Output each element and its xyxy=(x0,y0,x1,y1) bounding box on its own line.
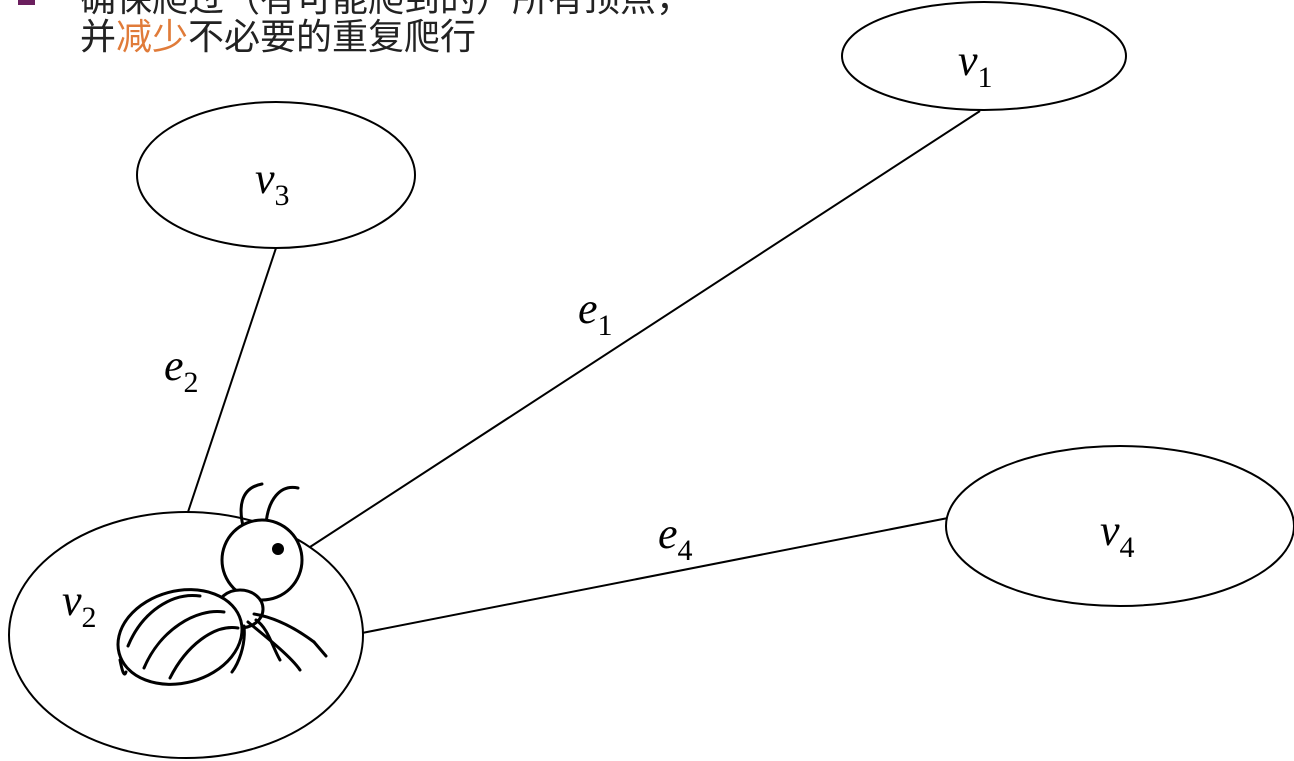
vertex-label-v2: v2 xyxy=(62,576,97,634)
vertex-label-v1: v1 xyxy=(958,36,993,94)
text-line-2-accent: 减少 xyxy=(116,17,189,58)
text-line-2: 并减少不必要的重复爬行 xyxy=(80,20,476,56)
text-line-1: 确保爬过（有可能爬到的）所有顶点， xyxy=(80,0,692,18)
text-line-1-content: 确保爬过（有可能爬到的）所有顶点， xyxy=(80,0,692,20)
vertex-v4 xyxy=(945,445,1294,607)
edge-label-e1: e1 xyxy=(578,284,613,342)
vertex-v3 xyxy=(136,101,416,249)
text-line-2-suffix: 不必要的重复爬行 xyxy=(188,17,477,58)
text-line-2-prefix: 并 xyxy=(80,17,117,58)
bullet-marker xyxy=(18,0,35,5)
ant-icon xyxy=(116,482,328,686)
edge-label-e4: e4 xyxy=(658,509,693,567)
vertex-label-v3: v3 xyxy=(255,154,290,212)
edge-e4 xyxy=(361,517,949,634)
edge-label-e2: e2 xyxy=(164,341,199,399)
edge-e1 xyxy=(309,110,981,548)
vertex-v1 xyxy=(841,1,1127,111)
vertex-label-v4: v4 xyxy=(1100,506,1135,564)
edge-e2 xyxy=(186,247,277,516)
